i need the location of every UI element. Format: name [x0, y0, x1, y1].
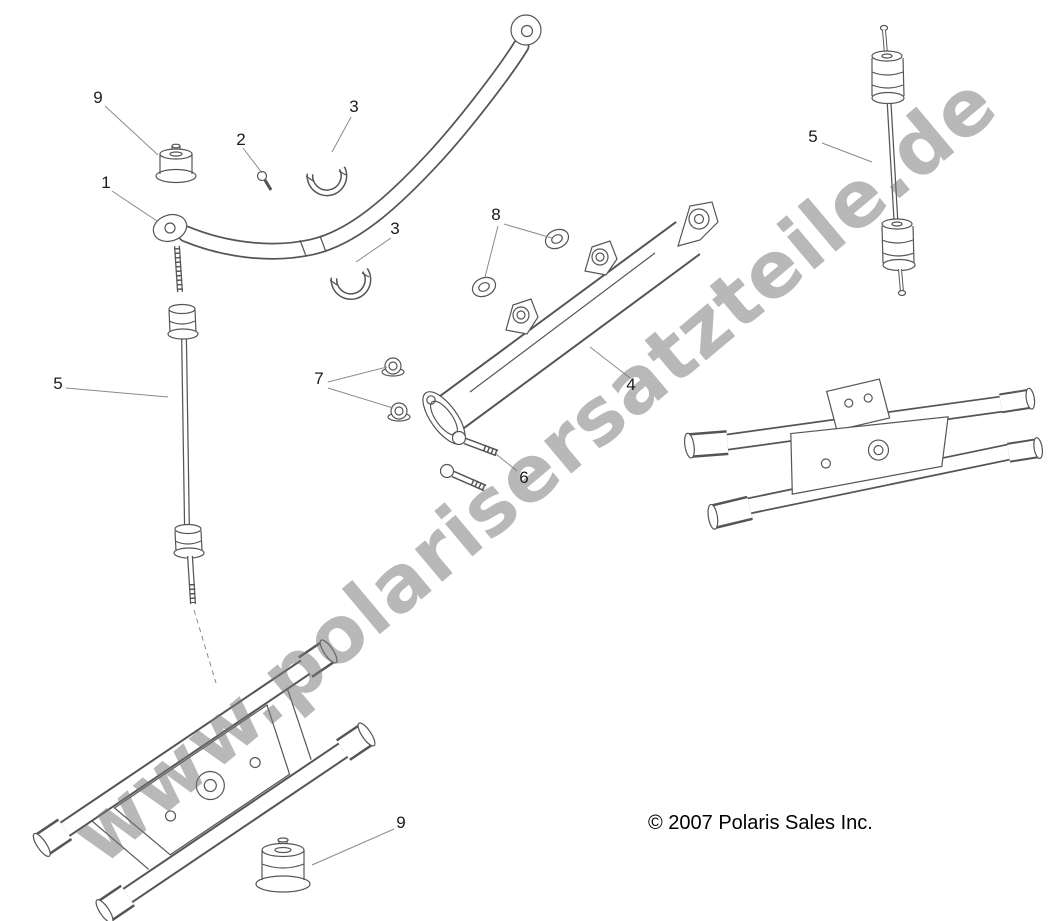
callout-9-top: 9	[93, 88, 103, 107]
stabilizer-link-right	[871, 24, 916, 297]
small-bolt	[256, 170, 273, 191]
stabilizer-link-left	[167, 245, 217, 684]
sway-bar	[152, 14, 542, 260]
leader-lines	[65, 105, 873, 866]
bushing-top	[155, 143, 197, 184]
stabilizer-tube	[422, 201, 719, 445]
callout-4: 4	[626, 375, 636, 394]
callout-7: 7	[314, 369, 324, 388]
callout-3-lower: 3	[390, 219, 400, 238]
grommet-left	[471, 276, 497, 298]
callout-9-bottom: 9	[396, 813, 406, 832]
callout-1: 1	[101, 173, 111, 192]
copyright-notice: © 2007 Polaris Sales Inc.	[648, 812, 873, 834]
callout-5-right: 5	[808, 127, 818, 146]
bushing-bottom	[255, 837, 311, 893]
rear-control-arm-right	[683, 378, 1044, 530]
callout-6: 6	[519, 468, 529, 487]
clamp-lower	[329, 268, 372, 301]
callout-8: 8	[491, 205, 501, 224]
grommet-right	[544, 228, 570, 250]
flange-nuts	[381, 357, 411, 422]
mount-bolts	[439, 430, 499, 492]
rear-control-arm-left	[32, 639, 376, 921]
callout-5-left: 5	[53, 374, 63, 393]
clamp-upper	[305, 166, 348, 197]
callout-3-upper: 3	[349, 97, 359, 116]
callout-2: 2	[236, 130, 246, 149]
